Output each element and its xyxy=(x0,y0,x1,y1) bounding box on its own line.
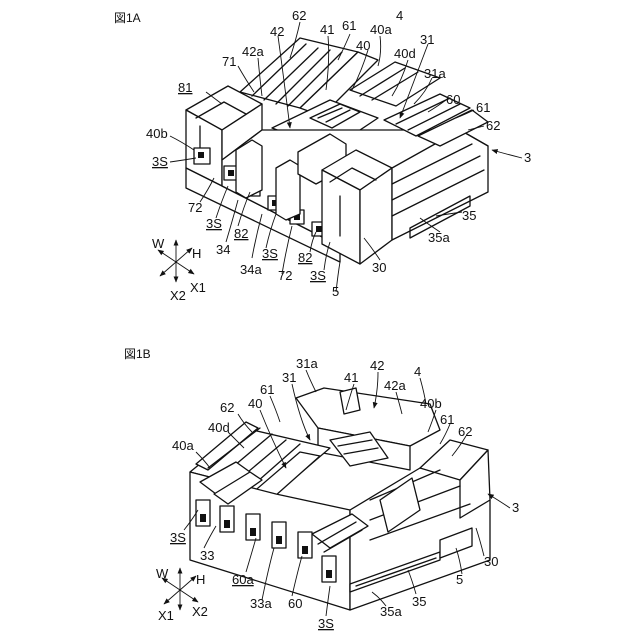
label-1a-31: 5 xyxy=(332,284,339,299)
label-1b-2: 41 xyxy=(344,370,358,385)
label-1b-0: 31a xyxy=(296,356,318,371)
figure-1b-caption: 図1B xyxy=(124,347,151,361)
label-1b-4: 42a xyxy=(384,378,406,393)
label-1a-22: 34 xyxy=(216,242,230,257)
label-1a-19: 72 xyxy=(188,200,202,215)
label-1b-8: 40b xyxy=(420,396,442,411)
label-1b-5: 4 xyxy=(414,364,421,379)
label-1a-14: 61 xyxy=(476,100,490,115)
label-1a-28: 34a xyxy=(240,262,262,277)
label-1b-14: 3 xyxy=(512,500,519,515)
label-1b-22: 35a xyxy=(380,604,402,619)
label-1a-10: 31a xyxy=(424,66,446,81)
label-1a-3: 40a xyxy=(370,22,392,37)
figure-1b-direction-axes: W H X1 X2 xyxy=(156,566,208,623)
figure-1b: 図1B xyxy=(124,347,519,631)
label-1b-23: 3S xyxy=(318,616,334,631)
label-1b-3: 31 xyxy=(282,370,296,385)
label-1b-15: 3S xyxy=(170,530,186,545)
label-1a-5: 42 xyxy=(270,24,284,39)
label-1b-17: 60a xyxy=(232,572,254,587)
axis-1b-x1: X1 xyxy=(158,608,174,623)
label-1b-11: 62 xyxy=(458,424,472,439)
label-1b-1: 42 xyxy=(370,358,384,373)
label-1b-19: 35 xyxy=(412,594,426,609)
label-1a-11: 71 xyxy=(222,54,236,69)
label-1b-20: 33a xyxy=(250,596,272,611)
label-1a-18: 3S xyxy=(152,154,168,169)
axis-1b-x2: X2 xyxy=(192,604,208,619)
label-1b-9: 62 xyxy=(220,400,234,415)
label-1a-6: 40 xyxy=(356,38,370,53)
label-1a-25: 3S xyxy=(262,246,278,261)
figure-1a-caption: 図1A xyxy=(114,11,141,25)
label-1a-16: 40b xyxy=(146,126,168,141)
label-1b-24: 30 xyxy=(484,554,498,569)
label-1a-30: 3S xyxy=(310,268,326,283)
label-1a-26: 82 xyxy=(298,250,312,265)
label-1a-21: 3S xyxy=(206,216,222,231)
label-1b-6: 61 xyxy=(260,382,274,397)
label-1a-24: 35a xyxy=(428,230,450,245)
label-1b-10: 61 xyxy=(440,412,454,427)
axis-1a-x2: X2 xyxy=(170,288,186,303)
label-1b-7: 40 xyxy=(248,396,262,411)
label-1b-13: 40a xyxy=(172,438,194,453)
label-1a-27: 30 xyxy=(372,260,386,275)
label-1a-13: 60 xyxy=(446,92,460,107)
label-1b-18: 5 xyxy=(456,572,463,587)
label-1b-21: 60 xyxy=(288,596,302,611)
label-1a-4: 4 xyxy=(396,8,403,23)
label-1a-23: 82 xyxy=(234,226,248,241)
figure-1a: 図1A xyxy=(114,8,531,303)
axis-1a-x1: X1 xyxy=(190,280,206,295)
axis-1b-w: W xyxy=(156,566,169,581)
label-1b-16: 33 xyxy=(200,548,214,563)
label-1a-17: 3 xyxy=(524,150,531,165)
label-1a-20: 35 xyxy=(462,208,476,223)
label-1a-12: 81 xyxy=(178,80,192,95)
label-1a-15: 62 xyxy=(486,118,500,133)
label-1a-0: 62 xyxy=(292,8,306,23)
label-1a-8: 31 xyxy=(420,32,434,47)
axis-1a-w: W xyxy=(152,236,165,251)
axis-1a-h: H xyxy=(192,246,201,261)
axis-1b-h: H xyxy=(196,572,205,587)
label-1b-12: 40d xyxy=(208,420,230,435)
label-1a-1: 41 xyxy=(320,22,334,37)
figure-1a-direction-axes: W H X1 X2 xyxy=(152,236,206,303)
label-1a-9: 42a xyxy=(242,44,264,59)
label-1a-2: 61 xyxy=(342,18,356,33)
label-1a-29: 72 xyxy=(278,268,292,283)
label-1a-7: 40d xyxy=(394,46,416,61)
